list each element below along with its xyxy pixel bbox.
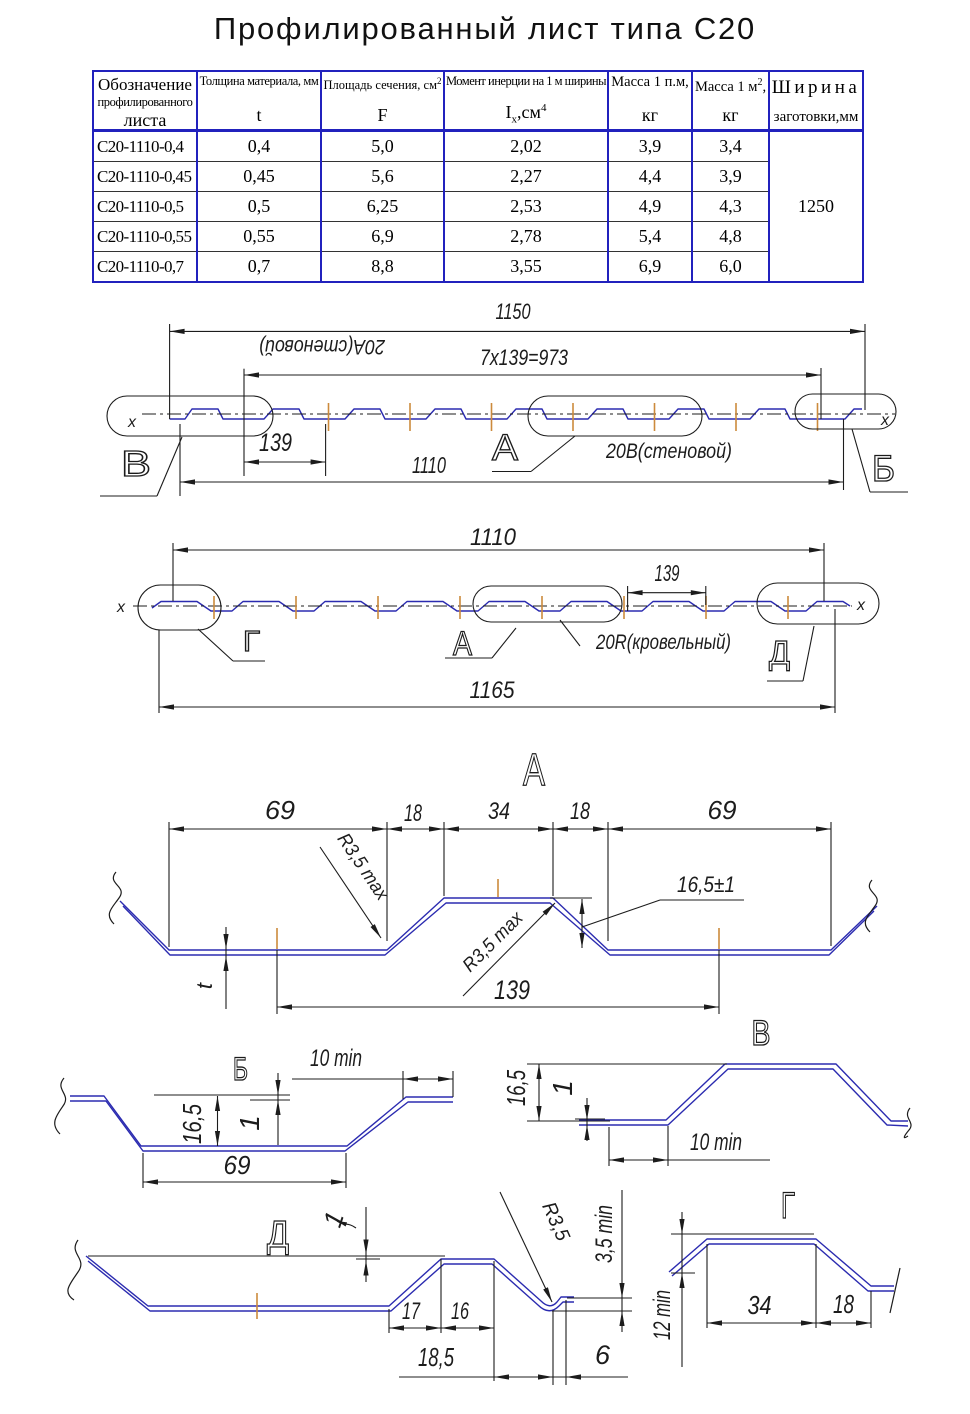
svg-text:Д: Д <box>267 1214 289 1256</box>
svg-text:10 min: 10 min <box>690 1129 742 1156</box>
svg-text:1150: 1150 <box>496 299 532 324</box>
svg-text:t: t <box>192 982 217 989</box>
svg-text:69: 69 <box>708 795 737 825</box>
svg-text:139: 139 <box>494 975 530 1005</box>
svg-text:17: 17 <box>402 1298 421 1325</box>
svg-text:69: 69 <box>265 795 295 825</box>
svg-text:Б: Б <box>872 448 895 489</box>
svg-text:16,5±1: 16,5±1 <box>677 872 735 897</box>
svg-text:R3,5 max: R3,5 max <box>459 907 529 977</box>
svg-text:1110: 1110 <box>412 452 446 478</box>
svg-text:1: 1 <box>234 1115 265 1131</box>
svg-text:18: 18 <box>404 800 422 827</box>
svg-text:Д: Д <box>769 634 790 671</box>
svg-text:x: x <box>880 412 890 429</box>
svg-text:Г: Г <box>243 626 260 658</box>
svg-text:Б: Б <box>233 1051 248 1087</box>
svg-text:1165: 1165 <box>470 677 516 704</box>
svg-text:R3,5: R3,5 <box>537 1199 574 1245</box>
svg-text:34: 34 <box>488 798 510 825</box>
svg-text:34: 34 <box>748 1290 772 1320</box>
svg-text:16,5: 16,5 <box>177 1104 207 1144</box>
svg-text:В: В <box>121 443 151 484</box>
svg-text:R3,5 max: R3,5 max <box>333 830 394 906</box>
svg-text:1: 1 <box>317 1208 350 1231</box>
svg-text:А: А <box>492 427 518 468</box>
svg-text:А: А <box>523 744 545 795</box>
svg-text:69: 69 <box>224 1150 251 1180</box>
svg-text:16: 16 <box>451 1298 469 1325</box>
svg-text:x: x <box>127 414 137 431</box>
svg-text:12 min: 12 min <box>649 1290 676 1340</box>
svg-text:1: 1 <box>547 1080 578 1096</box>
svg-text:Г: Г <box>781 1185 795 1226</box>
svg-text:139: 139 <box>655 560 680 586</box>
svg-text:20А(стеновой): 20А(стеновой) <box>259 335 386 358</box>
svg-text:В: В <box>752 1014 771 1053</box>
svg-text:10 min: 10 min <box>310 1045 362 1072</box>
svg-text:6: 6 <box>595 1340 611 1370</box>
svg-text:1110: 1110 <box>470 524 517 551</box>
svg-text:18,5: 18,5 <box>418 1342 454 1372</box>
svg-text:18: 18 <box>570 798 590 825</box>
svg-text:3,5 min: 3,5 min <box>591 1205 618 1263</box>
svg-text:7х139=973: 7х139=973 <box>480 345 569 370</box>
svg-text:x: x <box>116 599 126 616</box>
svg-text:16,5: 16,5 <box>501 1070 531 1106</box>
svg-text:А: А <box>453 625 472 663</box>
svg-text:18: 18 <box>833 1289 854 1319</box>
svg-text:139: 139 <box>259 429 292 457</box>
svg-text:20В(стеновой): 20В(стеновой) <box>605 440 732 463</box>
svg-text:x: x <box>856 597 866 614</box>
svg-text:20R(кровельный): 20R(кровельный) <box>595 631 731 654</box>
